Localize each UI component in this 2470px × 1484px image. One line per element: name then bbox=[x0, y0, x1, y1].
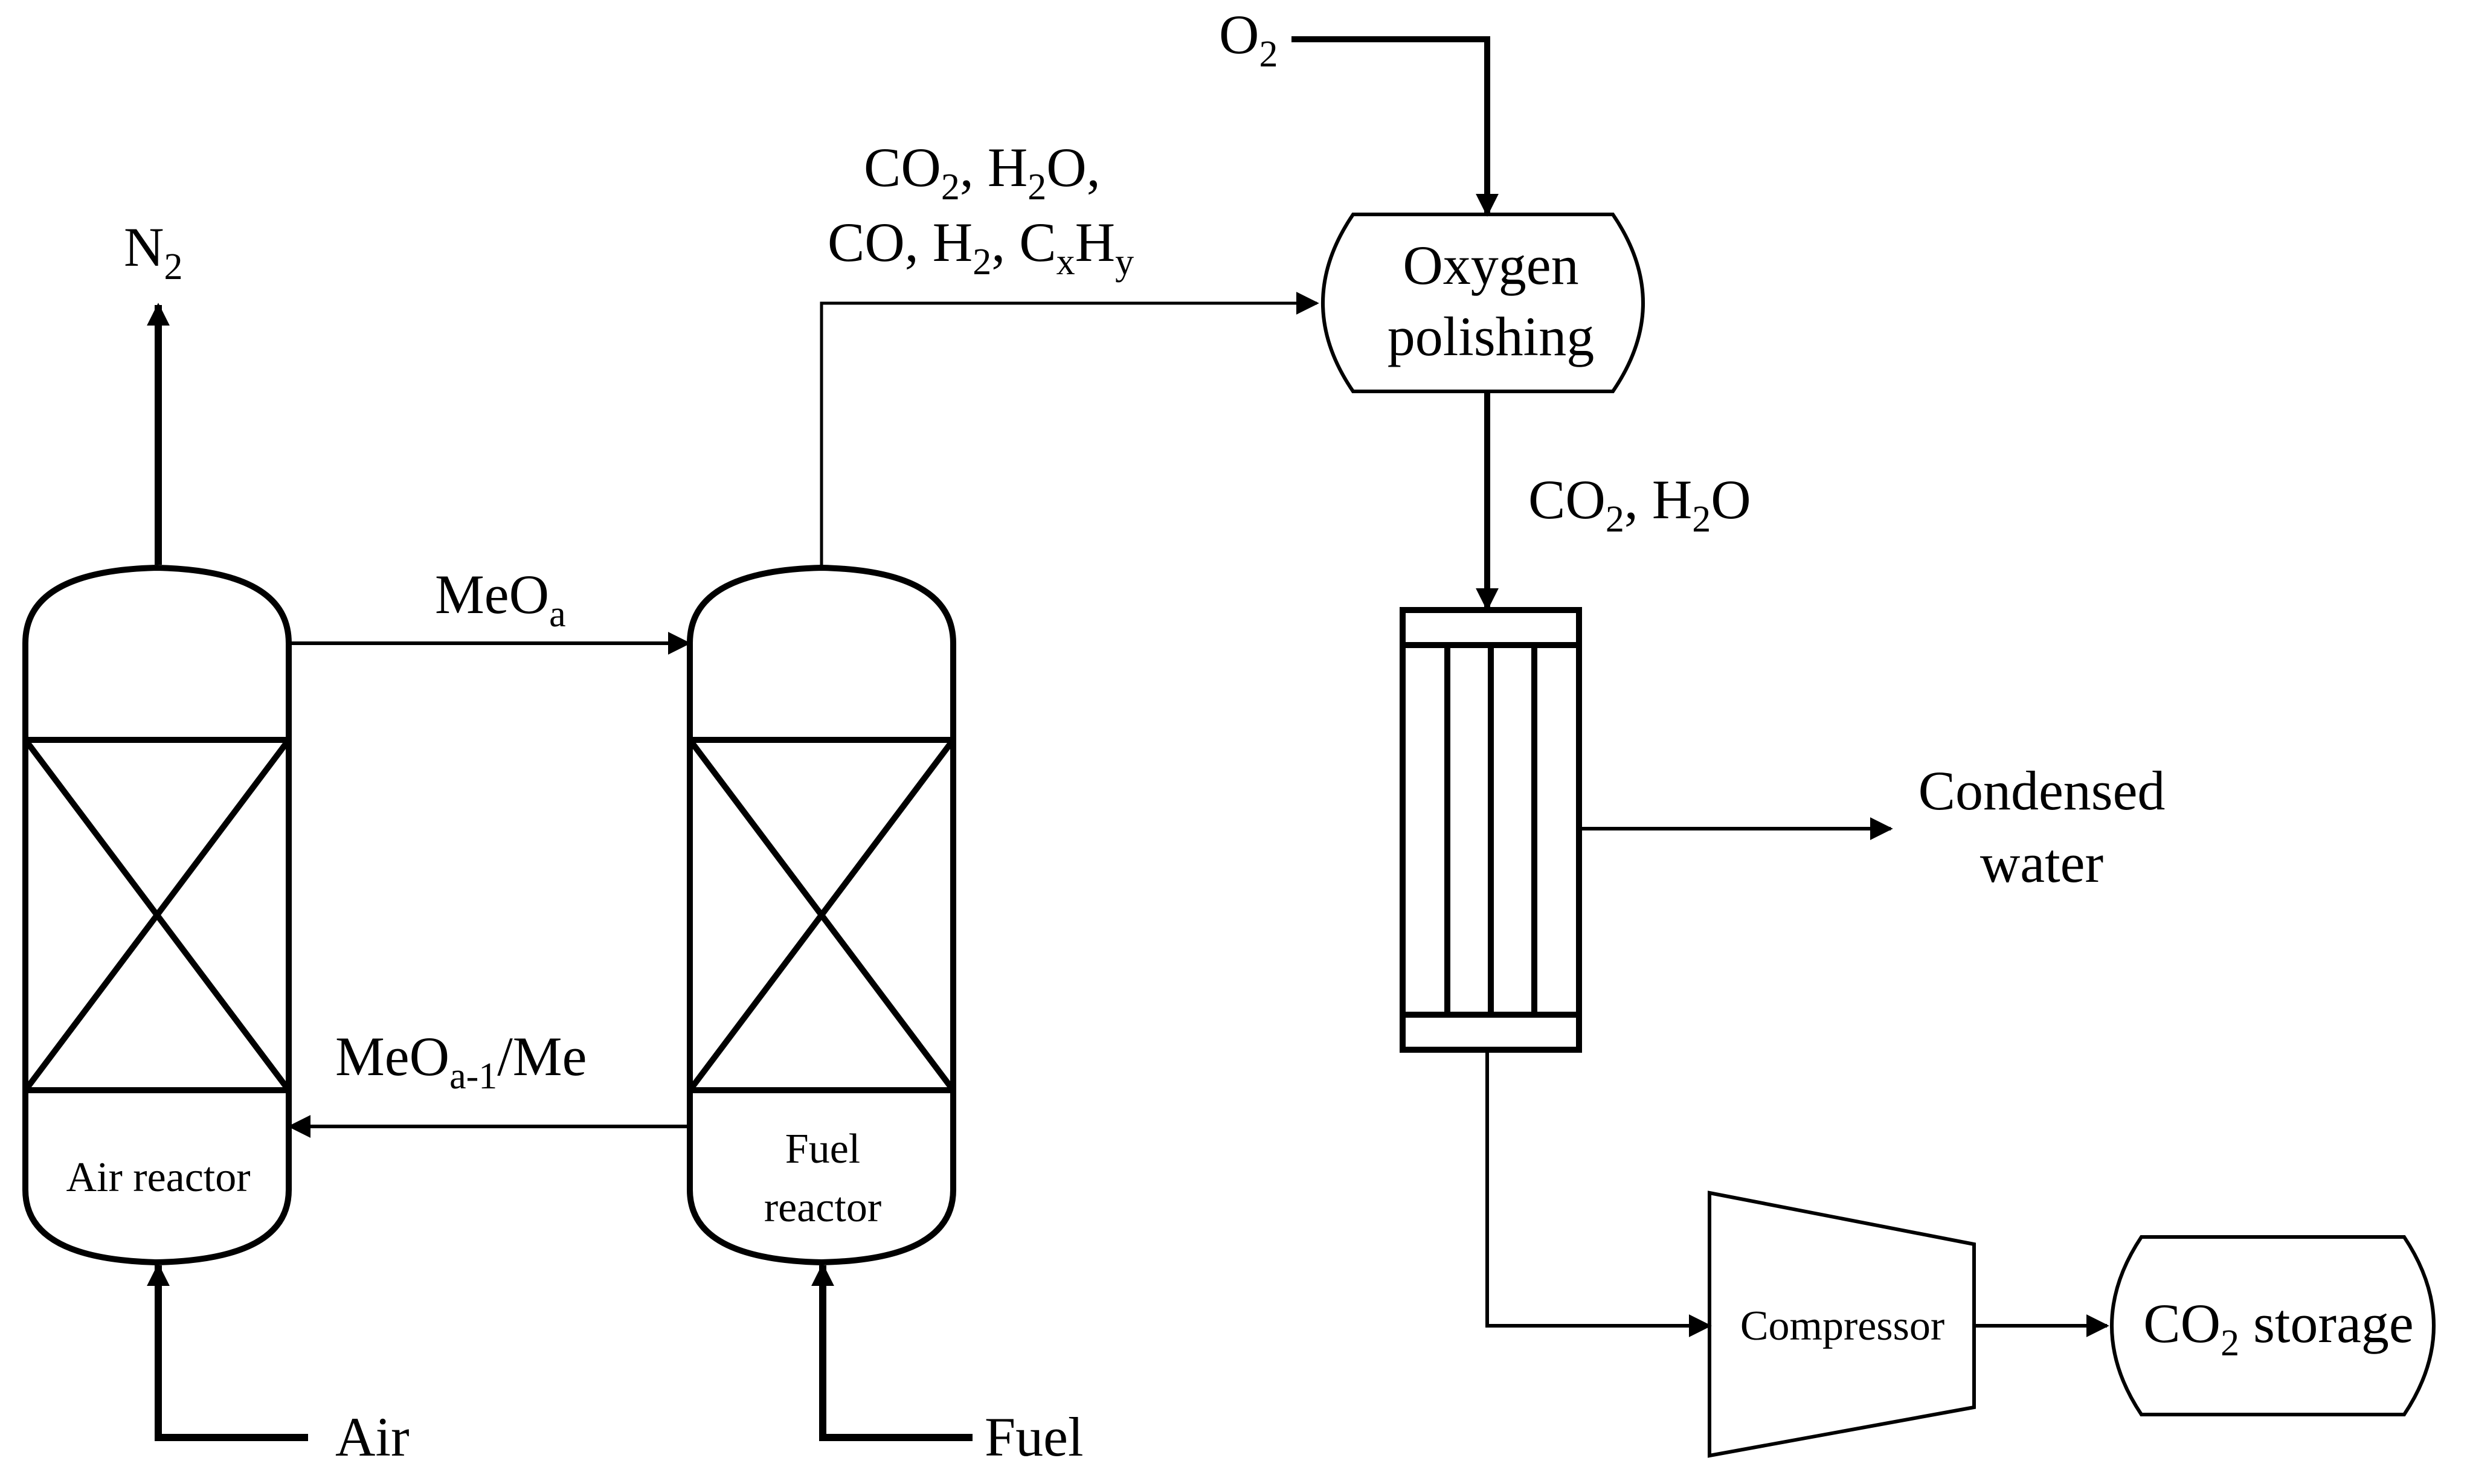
fuel-reactor-bed-cross-2 bbox=[687, 737, 956, 1093]
co2-storage-unit bbox=[2110, 1235, 2436, 1416]
o2-label: O2 bbox=[1219, 4, 1278, 75]
fuel-reactor-outlet-label-line2: CO, H2, CxHy bbox=[828, 211, 1134, 283]
fuel-reactor-vessel bbox=[687, 564, 956, 1266]
compressor-unit bbox=[1708, 1190, 1976, 1458]
fuel-inlet-arrow bbox=[811, 1263, 973, 1441]
n2-label: N2 bbox=[124, 216, 182, 287]
condensed-water-label-line2: water bbox=[1980, 832, 2103, 894]
compressor-label: Compressor bbox=[1740, 1303, 1944, 1349]
fuel-reactor-label-line2: reactor bbox=[764, 1184, 881, 1231]
o2-inlet-arrow bbox=[1291, 36, 1499, 217]
air-reactor-vessel bbox=[22, 564, 292, 1266]
fuel-reactor-outlet-label-line1: CO2, H2O, bbox=[864, 137, 1101, 208]
air-reactor bbox=[22, 564, 292, 1266]
fuel-reactor-outlet-arrow bbox=[820, 292, 1319, 568]
air-reactor-label: Air reactor bbox=[66, 1154, 250, 1201]
condenser-to-compressor-arrow bbox=[1485, 1050, 1712, 1337]
oxygen-polishing-label-line2: polishing bbox=[1388, 306, 1594, 367]
fuel-reactor bbox=[687, 564, 956, 1266]
reduced-oxide-label: MeOa-1/Me bbox=[335, 1026, 587, 1097]
meoa-label: MeOa bbox=[435, 564, 566, 635]
co2-storage-label: CO2 storage bbox=[2143, 1293, 2413, 1364]
condensed-water-label-line1: Condensed bbox=[1918, 760, 2166, 821]
oxygen-polishing-label-line1: Oxygen bbox=[1403, 234, 1578, 296]
polishing-outlet-label: CO2, H2O bbox=[1528, 469, 1751, 540]
air-inlet-arrow bbox=[147, 1263, 308, 1441]
air-reactor-bed-cross-2 bbox=[23, 737, 291, 1093]
fuel-reactor-label-line1: Fuel bbox=[785, 1126, 860, 1172]
air-label: Air bbox=[335, 1406, 410, 1468]
condenser bbox=[1400, 607, 1582, 1053]
fuel-label: Fuel bbox=[985, 1406, 1084, 1468]
oxygen-polishing-unit bbox=[1321, 213, 1645, 393]
